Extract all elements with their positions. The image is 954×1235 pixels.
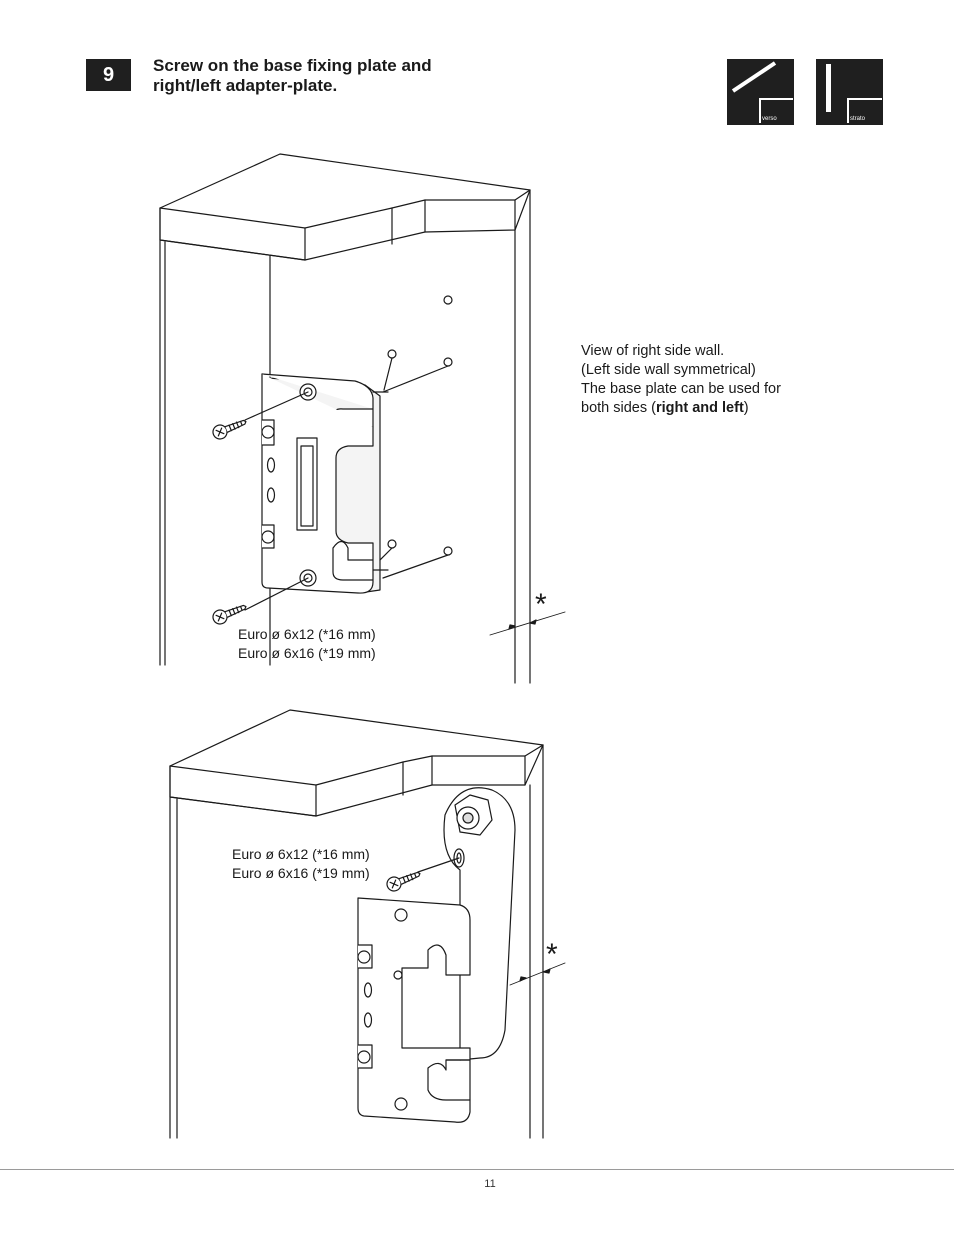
description-line-4-suffix: ) <box>743 400 749 416</box>
description-line-3: The base plate can be used for <box>581 381 781 397</box>
bottom-screw-label-line-2: Euro ø 6x16 (*19 mm) <box>232 865 370 881</box>
step-title: Screw on the base fixing plate and right… <box>153 56 513 96</box>
verso-logo: verso <box>727 59 794 125</box>
top-thickness-marker: * <box>535 588 547 621</box>
bottom-screw-label-line-1: Euro ø 6x12 (*16 mm) <box>232 846 370 862</box>
bottom-figure-screw-and-marker <box>386 857 566 986</box>
top-screw-label-line-1: Euro ø 6x12 (*16 mm) <box>238 626 376 642</box>
top-figure-base-plate <box>261 373 389 594</box>
strato-logo-graphic <box>816 59 883 125</box>
description-line-1: View of right side wall. <box>581 343 725 359</box>
top-figure-cabinet-wall <box>159 153 531 684</box>
description-line-2: (Left side wall symmetrical) <box>581 362 756 378</box>
description-line-4-prefix: both sides ( <box>581 400 656 416</box>
bottom-thickness-marker: * <box>546 938 558 971</box>
top-figure-screws-and-guides <box>212 295 566 636</box>
step-title-line-1: Screw on the base fixing plate and <box>153 56 432 75</box>
strato-logo-caption: strato <box>850 116 866 122</box>
top-screw-label-line-2: Euro ø 6x16 (*19 mm) <box>238 645 376 661</box>
bottom-figure-cabinet-wall <box>169 709 544 1139</box>
figure-description: View of right side wall. (Left side wall… <box>581 342 781 418</box>
description-emphasis: right and left <box>655 400 744 416</box>
verso-logo-caption: verso <box>762 116 777 122</box>
top-screw-label: Euro ø 6x12 (*16 mm) Euro ø 6x16 (*19 mm… <box>238 625 376 663</box>
description-line-4: both sides (right and left) <box>581 399 781 418</box>
footer-divider <box>0 1169 954 1170</box>
bottom-figure-adapter-plate <box>357 787 516 1123</box>
strato-logo: strato <box>816 59 883 125</box>
bottom-screw-label: Euro ø 6x12 (*16 mm) Euro ø 6x16 (*19 mm… <box>232 845 370 883</box>
page-number: 11 <box>484 1178 496 1190</box>
verso-logo-graphic <box>727 59 794 125</box>
step-title-line-2: right/left adapter-plate. <box>153 76 338 95</box>
step-number-badge: 9 <box>86 59 131 91</box>
